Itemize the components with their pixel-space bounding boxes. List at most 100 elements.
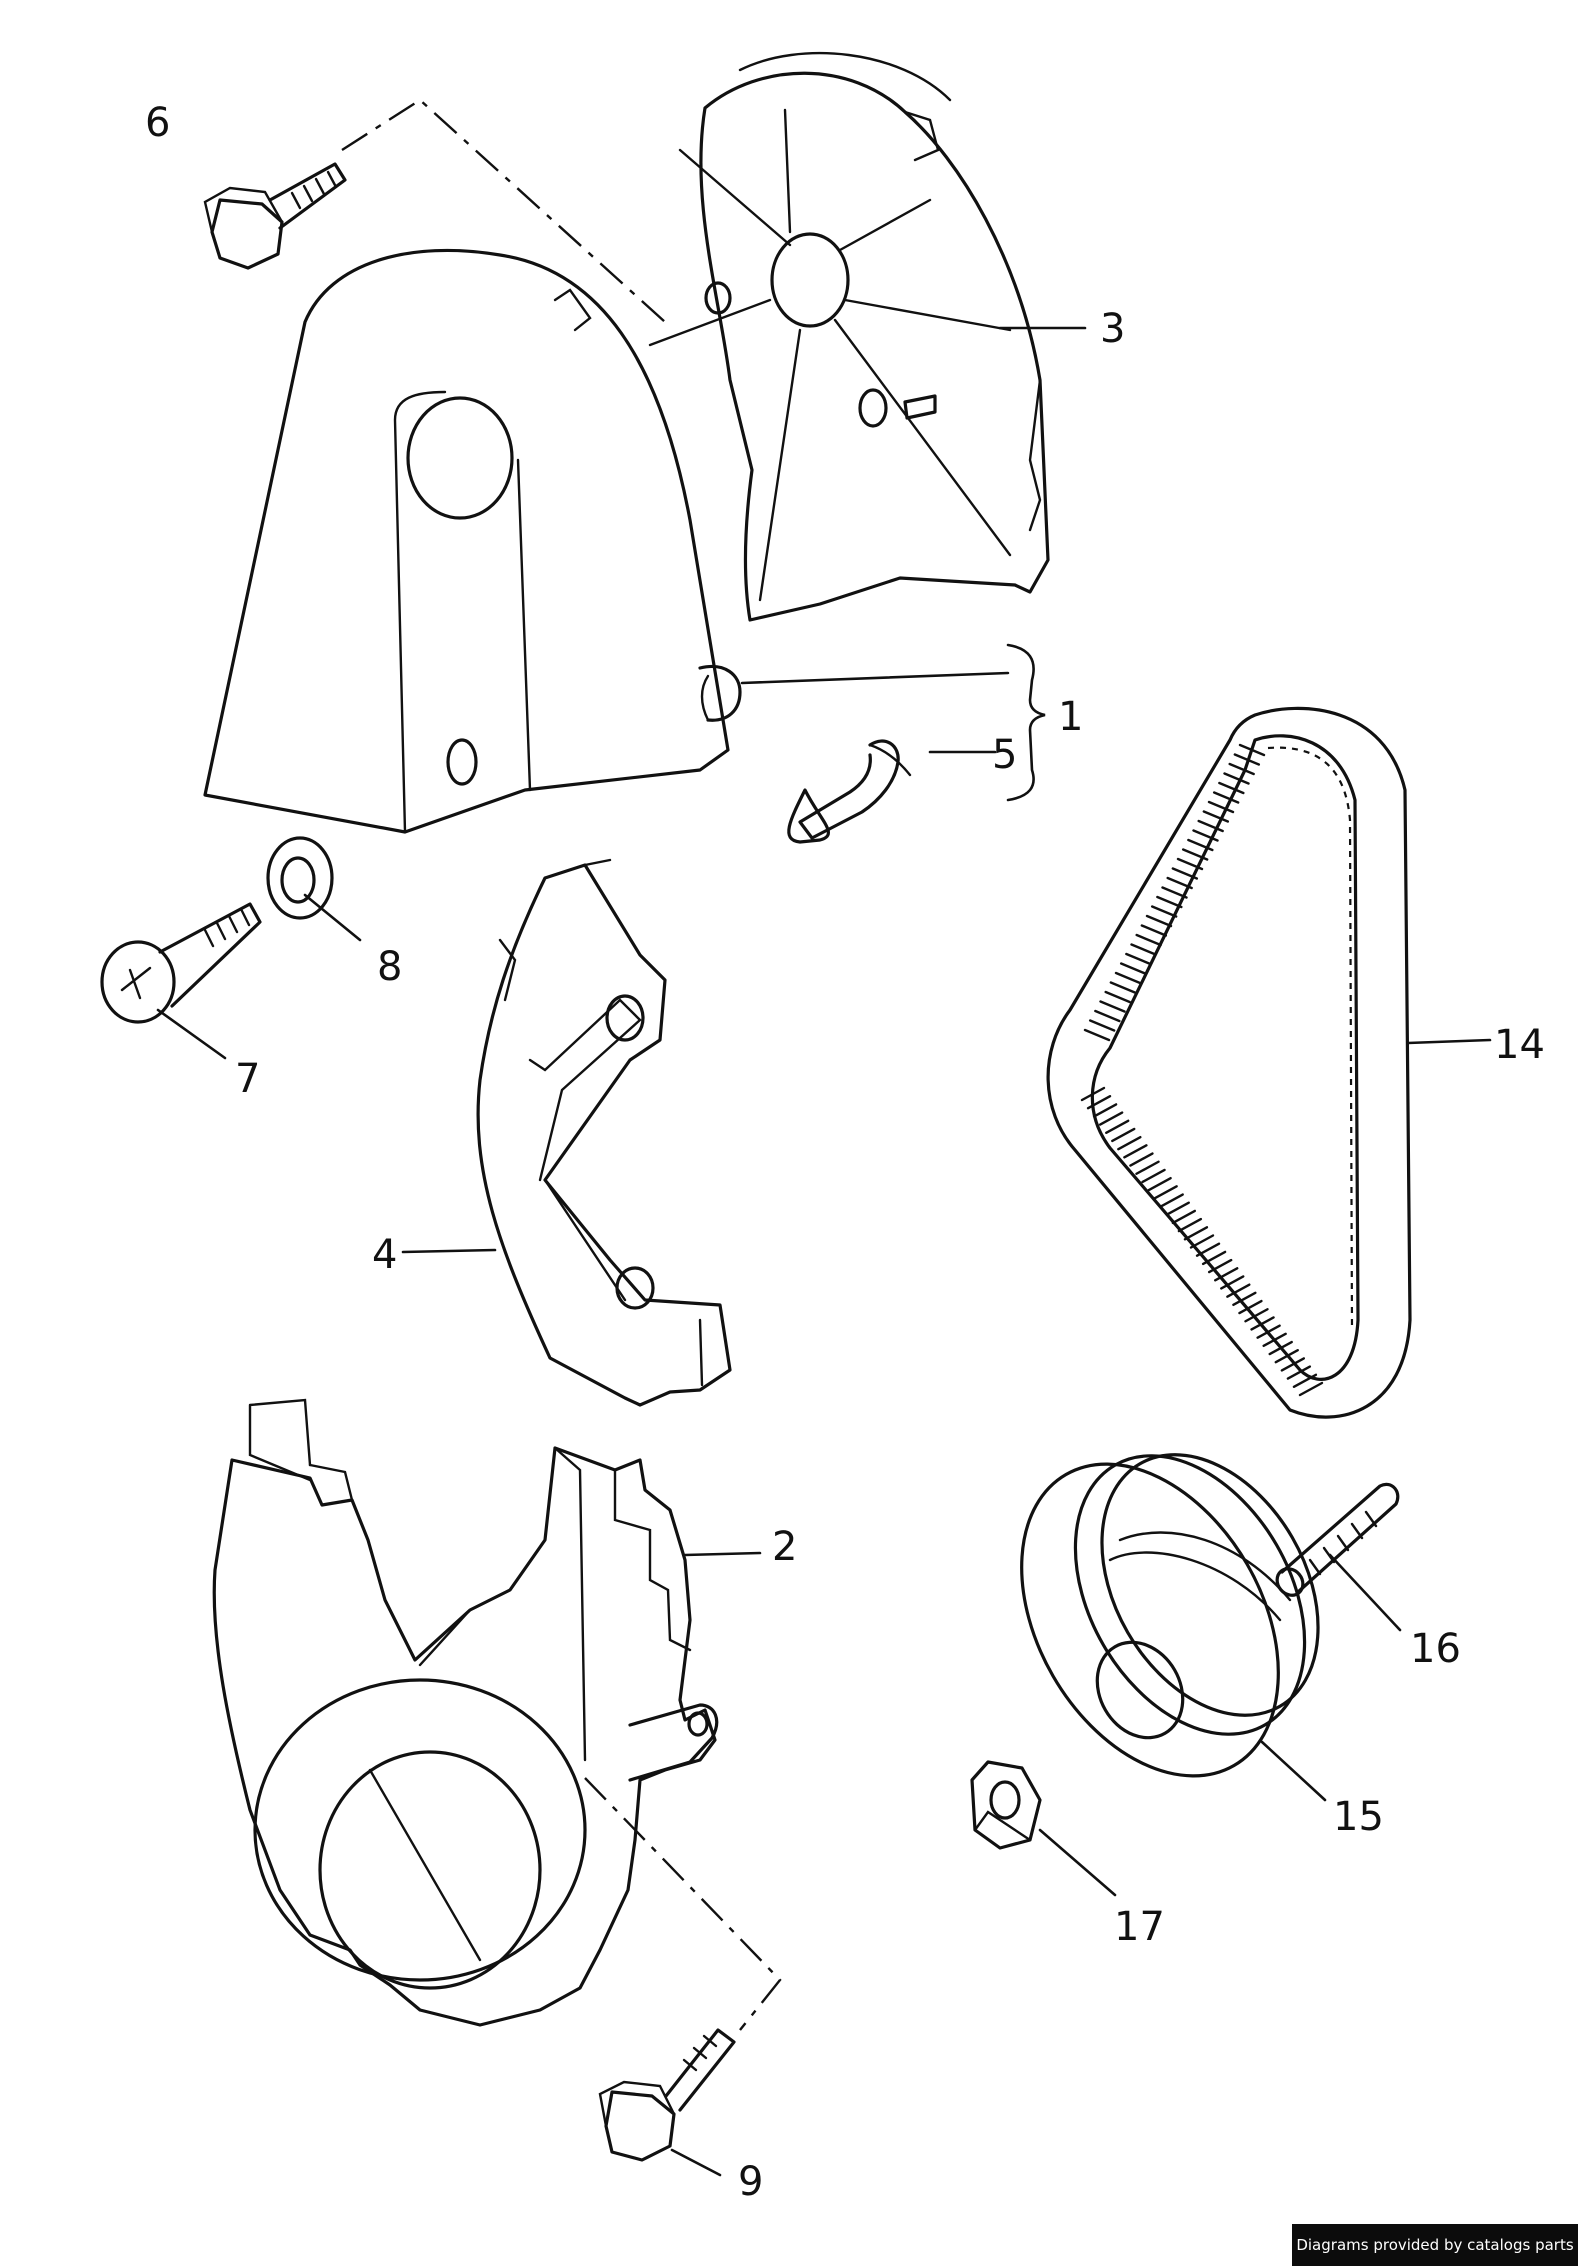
callout-2: 2 [772,1524,797,1570]
belt-tooth [1171,1209,1197,1225]
belt-tooth [1183,1226,1209,1241]
part-3-rear-cover-plate [648,51,1050,622]
belt-tooth [1119,962,1147,975]
callout-7: 7 [235,1056,260,1102]
belt-tooth [1207,800,1235,814]
belt-tooth [1140,924,1168,937]
belt-tooth [1256,1324,1281,1339]
belt-tooth [1233,753,1261,766]
leader-lines [156,326,1492,2177]
callout-17: 17 [1114,1904,1165,1950]
part-14-timing-belt [1046,706,1412,1419]
belt-tooth [1197,819,1224,833]
belt-tooth [1147,1176,1172,1192]
belt-tooth [1274,1349,1299,1364]
alignment-lines [341,98,782,2031]
belt-tooth [1177,1217,1203,1233]
part-1-upper-front-cover [203,248,742,834]
belt-tooth [1104,990,1131,1004]
belt-tooth [1195,1242,1221,1257]
part-6-bolt [203,162,347,270]
belt-tooth [1165,1201,1190,1216]
callout-labels: 6 3 1 5 8 7 4 14 2 16 15 17 9 [145,100,1545,2205]
belt-tooth [1226,1283,1251,1298]
callout-6: 6 [145,100,170,146]
belt-tooth [1192,829,1219,842]
belt-tooth [1099,1000,1126,1013]
belt-tooth [1171,867,1199,880]
belt-tooth [1135,1160,1160,1175]
belt-tooth [1125,952,1152,966]
part-8-washer [266,836,334,920]
callout-9: 9 [738,2159,763,2205]
callout-5: 5 [992,732,1017,778]
belt-tooth [1153,1185,1178,1200]
belt-tooth [1083,1028,1111,1042]
belt-tooth [1214,1267,1239,1282]
belt-tooth [1130,943,1157,956]
belt-tooth [1109,981,1137,994]
belt-tooth [1218,781,1245,795]
part-2-lower-front-cover [212,1398,719,2027]
belt-tooth [1220,1275,1245,1290]
callout-8: 8 [377,944,402,990]
belt-tooth [1098,1111,1124,1126]
belt-tooth [1117,1135,1142,1151]
belt-tooth [1187,838,1214,852]
belt-tooth [1166,876,1193,890]
part-5-clip [787,739,912,844]
belt-tooth [1268,1340,1293,1356]
part-17-nut [970,1760,1042,1850]
belt-tooth [1280,1357,1306,1372]
callout-1: 1 [1058,694,1083,740]
callout-3: 3 [1100,306,1125,352]
callout-15: 15 [1333,1794,1384,1840]
belt-tooth [1212,791,1240,804]
belt-tooth [1223,772,1250,785]
belt-tooth [1111,1127,1136,1143]
belt-tooth [1292,1373,1318,1389]
belt-tooth [1207,1258,1233,1274]
part-9-bolt [598,2028,736,2162]
belt-tooth [1088,1019,1116,1032]
belt-tooth [1159,1193,1184,1208]
belt-tooth [1092,1103,1118,1118]
belt-tooth [1250,1316,1275,1331]
part-4-inner-cover [476,858,732,1407]
belt-tooth [1161,886,1188,899]
belt-tooth [1105,1119,1130,1134]
belt-tooth [1150,905,1178,918]
belt-tooth [1114,971,1142,985]
callout-16: 16 [1410,1626,1461,1672]
part-15-pulley [1020,1453,1320,1778]
belt-tooth [1135,933,1162,947]
belt-tooth [1181,848,1209,861]
credit-footer: Diagrams provided by catalogs parts [1292,2224,1578,2266]
belt-tooth [1201,1250,1227,1266]
belt-tooth [1298,1381,1324,1397]
belt-tooth [1080,1086,1106,1102]
belt-tooth [1228,762,1255,776]
belt-tooth [1238,743,1266,757]
part-7-screw [100,902,262,1024]
belt-tooth [1129,1152,1154,1167]
belt-tooth [1086,1094,1112,1110]
credit-text: Diagrams provided by catalogs parts [1296,2236,1574,2254]
belt-tooth [1176,857,1204,871]
part-16-stud [1275,1482,1400,1597]
belt-tooth [1202,810,1230,823]
belt-tooth [1145,914,1173,928]
belt-tooth [1262,1332,1287,1348]
belt-tooth [1123,1144,1148,1159]
belt-tooth [1094,1009,1121,1023]
belt-tooth [1244,1308,1269,1323]
belt-tooth [1156,895,1183,909]
belt-tooth [1238,1299,1263,1315]
callout-4: 4 [372,1232,397,1278]
callout-14: 14 [1494,1022,1545,1068]
belt-tooth [1232,1291,1257,1307]
belt-tooth [1141,1168,1166,1184]
belt-tooth [1286,1365,1312,1380]
belt-tooth [1189,1234,1215,1249]
